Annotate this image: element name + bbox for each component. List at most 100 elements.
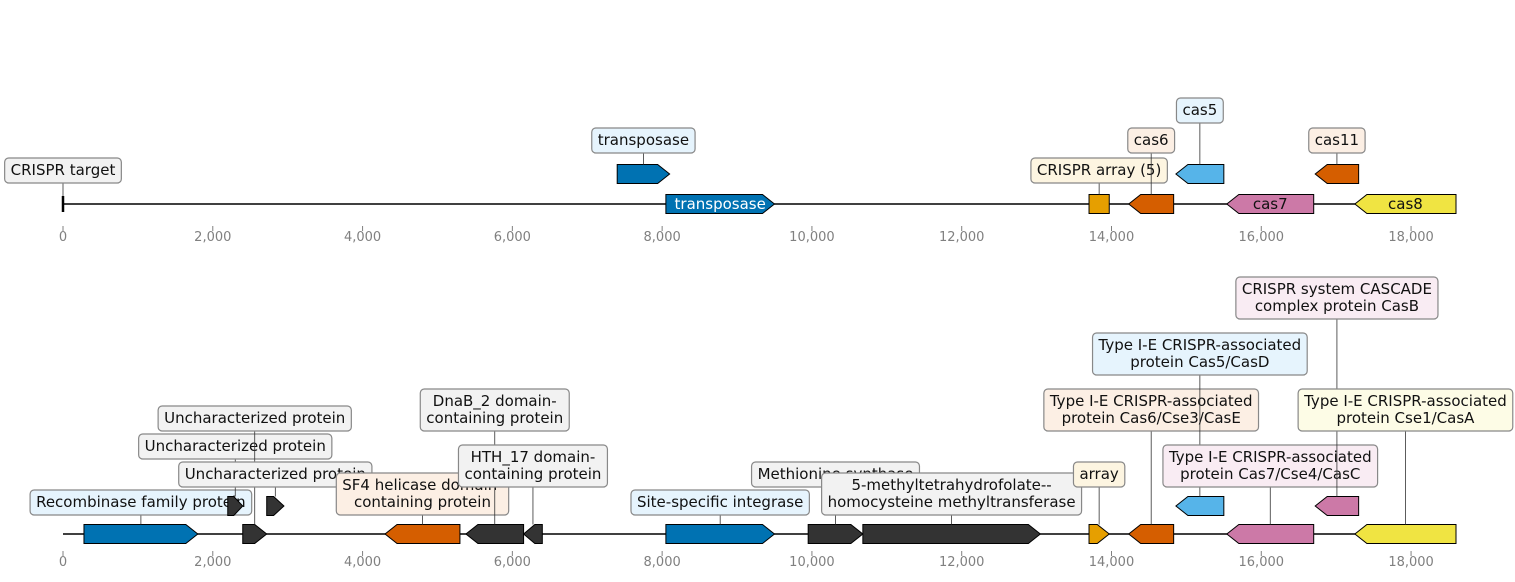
gene-recombinase: Recombinase family protein [29, 489, 253, 544]
gene-label-box: Site-specific integrase [630, 489, 810, 516]
gene-label-text: protein Cas5/CasD [1130, 353, 1269, 371]
gene-arrow [83, 524, 199, 544]
gene-arrow [384, 524, 461, 544]
gene-label-text: containing protein [426, 409, 563, 427]
gene-arrow [1354, 524, 1457, 544]
gene-label-box: 5-methyltetrahydrofolate--homocysteine m… [821, 472, 1083, 516]
gene-label-text: protein Cse1/CasA [1336, 409, 1475, 427]
gene-arrow [1088, 524, 1111, 544]
gene-label-text: cas5 [1182, 101, 1217, 119]
gene-arrow [807, 524, 864, 544]
axis-tick-label: 8,000 [644, 230, 681, 245]
gene-mthf-transferase: 5-methyltetrahydrofolate--homocysteine m… [821, 472, 1083, 544]
gene-arrow [522, 524, 543, 544]
gene-label-text: CRISPR array (5) [1037, 161, 1161, 179]
axis-tick-label: 12,000 [939, 555, 985, 570]
gene-arrow [1314, 496, 1360, 516]
gene-label-text: cas11 [1315, 131, 1359, 149]
axis-tick-label: 10,000 [789, 555, 835, 570]
gene-label-text: Uncharacterized protein [185, 465, 366, 483]
gene-label-box: Uncharacterized protein [138, 433, 333, 460]
gene-label-text: Uncharacterized protein [164, 409, 345, 427]
gene-label-text: Uncharacterized protein [145, 437, 326, 455]
gene-label-box: array [1072, 461, 1126, 488]
gene-integrase: Site-specific integrase [630, 489, 810, 544]
gene-label-text: 5-methyltetrahydrofolate-- [851, 476, 1051, 494]
gene-label-box: HTH_17 domain-containing protein [457, 444, 609, 488]
gene-label-text: Site-specific integrase [637, 493, 803, 511]
gene-label-text: HTH_17 domain- [471, 448, 596, 467]
gene-cas8: cas8 [1354, 194, 1457, 214]
gene-label-text: Type I-E CRISPR-associated [1098, 336, 1302, 354]
gene-label-text: transposase [598, 131, 689, 149]
gene-crispr-target: CRISPR target [4, 157, 122, 212]
gene-label-text: CRISPR target [11, 161, 116, 179]
gene-arrow [1175, 496, 1225, 516]
gene-label-box: CRISPR target [4, 157, 122, 184]
gene-label-text: CRISPR system CASCADE [1242, 280, 1432, 298]
gene-uncharacterized-1: Uncharacterized protein [138, 433, 333, 516]
gene-arrow [1314, 164, 1360, 184]
gene-label-text: Recombinase family protein [36, 493, 246, 511]
gene-label-text: complex protein CasB [1255, 297, 1419, 315]
gene-label-text: array [1079, 465, 1118, 483]
axis-tick-label: 6,000 [494, 230, 531, 245]
gene-transposase: transposase [665, 194, 776, 214]
gene-label-box: CRISPR array (5) [1030, 157, 1168, 184]
axis-tick-label: 2,000 [194, 230, 231, 245]
gene-array: array [1072, 461, 1126, 544]
gene-label-box: Uncharacterized protein [157, 405, 352, 432]
gene-inline-label: cas8 [1388, 195, 1423, 213]
gene-cas11: cas11 [1308, 127, 1366, 184]
gene-label-box: cas6 [1127, 127, 1176, 154]
gene-uncharacterized-3: Uncharacterized protein [178, 461, 373, 516]
gene-arrow [665, 524, 776, 544]
axis-tick-label: 2,000 [194, 555, 231, 570]
gene-arrow [266, 496, 285, 516]
gene-label-text: containing protein [464, 465, 601, 483]
gene-arrow [665, 194, 776, 214]
gene-label-text: containing protein [354, 493, 491, 511]
gene-arrow [616, 164, 671, 184]
gene-label-box: Uncharacterized protein [178, 461, 373, 488]
gene-arrow [862, 524, 1042, 544]
gene-label-box: transposase [591, 127, 696, 154]
gene-label-box: DnaB_2 domain-containing protein [419, 388, 570, 432]
gene-dnab2: DnaB_2 domain-containing protein [419, 388, 570, 544]
gene-label-text: Type I-E CRISPR-associated [1049, 392, 1253, 410]
axis-tick-label: 4,000 [344, 555, 381, 570]
gene-label-text: protein Cas7/Cse4/CasC [1180, 465, 1360, 483]
axis-tick-label: 6,000 [494, 555, 531, 570]
gene-label-text: homocysteine methyltransferase [828, 493, 1076, 511]
gene-label-text: DnaB_2 domain- [433, 392, 557, 411]
gene-label-text: protein Cas6/Cse3/CasE [1062, 409, 1241, 427]
gene-hth17: HTH_17 domain-containing protein [457, 444, 609, 544]
gene-transposase-small: transposase [591, 127, 696, 184]
gene-label-text: Type I-E CRISPR-associated [1168, 448, 1372, 466]
axis-tick-label: 4,000 [344, 230, 381, 245]
gene-uncharacterized-2: Uncharacterized protein [157, 405, 352, 544]
axis-tick-label: 18,000 [1388, 230, 1434, 245]
axis-tick-label: 16,000 [1239, 230, 1285, 245]
axis-tick-label: 12,000 [939, 230, 985, 245]
gene-label-text: cas6 [1134, 131, 1169, 149]
gene-label-box: Recombinase family protein [29, 489, 253, 516]
gene-arrow [1127, 194, 1175, 214]
gene-arrow [1088, 194, 1110, 214]
gene-arrow [242, 524, 268, 544]
gene-label-text: Type I-E CRISPR-associated [1303, 392, 1507, 410]
axis-tick-label: 16,000 [1239, 555, 1285, 570]
gene-crispr-array: CRISPR array (5) [1030, 157, 1168, 214]
axis-tick-label: 18,000 [1388, 555, 1434, 570]
gene-arrow [465, 524, 525, 544]
gene-cas6: cas6 [1127, 127, 1176, 214]
gene-cas5: cas5 [1175, 97, 1225, 184]
